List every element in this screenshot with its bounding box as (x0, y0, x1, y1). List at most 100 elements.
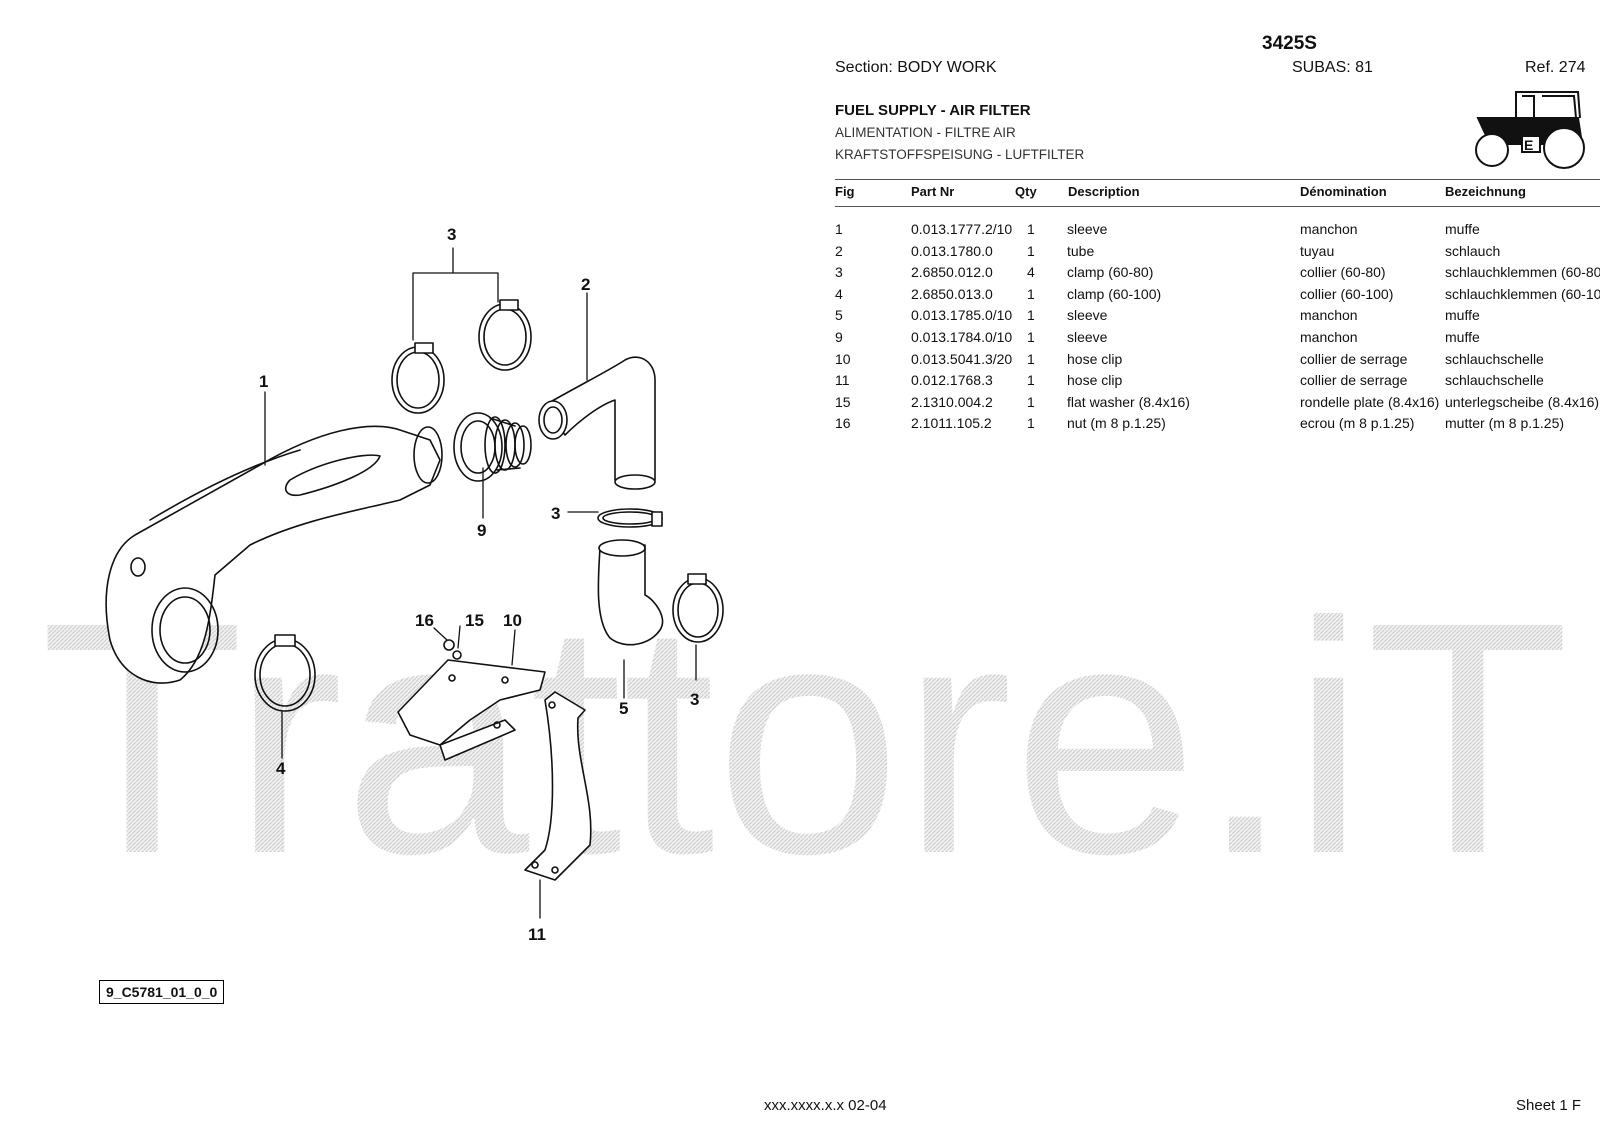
part-15-washer (452, 650, 462, 660)
cell-description: sleeve (1067, 307, 1108, 324)
callout-16: 16 (415, 611, 434, 630)
callout-10: 10 (503, 611, 522, 630)
cell-qty: 1 (1027, 307, 1035, 324)
tractor-icon: E (1475, 91, 1585, 169)
callout-4: 4 (276, 759, 286, 778)
cell-description: tube (1067, 242, 1095, 259)
part-3-clamp-d (672, 573, 724, 643)
table-row: 2 0.013.1780.0 1 tube tuyau schlauch (835, 243, 1600, 264)
cell-denomination: rondelle plate (8.4x16) (1300, 393, 1440, 410)
cell-part-nr: 0.013.5041.3/20 (911, 350, 1013, 367)
model-number: 3425S (1262, 33, 1317, 54)
leader-lines (264, 247, 697, 919)
cell-bezeichnung: muffe (1445, 329, 1480, 345)
cell-bezeichnung: unterlegscheibe (8.4x16) (1445, 393, 1600, 410)
cell-qty: 1 (1027, 329, 1035, 345)
cell-bezeichnung: muffe (1445, 221, 1480, 237)
cell-fig: 3 (835, 264, 843, 281)
table-row: 15 2.1310.004.2 1 flat washer (8.4x16) ronde… (835, 394, 1600, 415)
cell-fig: 9 (835, 329, 843, 345)
cell-qty: 4 (1027, 264, 1035, 281)
callout-15: 15 (465, 611, 484, 630)
cell-fig: 10 (835, 350, 851, 367)
footer-code: xxx.xxxx.x.x 02-04 (764, 1097, 887, 1114)
cell-denomination: collier (60-100) (1300, 285, 1394, 302)
cell-fig: 11 (835, 372, 850, 389)
cell-qty: 1 (1027, 372, 1035, 389)
part-10-hose-clip (397, 659, 546, 761)
cell-bezeichnung: schlauchschelle (1445, 372, 1544, 389)
cell-fig: 16 (835, 415, 851, 432)
cell-denomination: collier de serrage (1300, 372, 1408, 389)
callout-3-top: 3 (447, 225, 456, 244)
callout-3-mid: 3 (551, 504, 560, 523)
cell-description: nut (m 8 p.1.25) (1067, 415, 1166, 432)
cell-description: sleeve (1067, 329, 1108, 345)
cell-part-nr: 2.1011.105.2 (911, 415, 992, 432)
cell-description: flat washer (8.4x16) (1067, 393, 1190, 410)
cell-fig: 1 (835, 221, 843, 237)
cell-denomination: manchon (1300, 329, 1358, 345)
cell-bezeichnung: mutter (m 8 p.1.25) (1445, 415, 1565, 432)
sheet-label: Sheet 1 F (1516, 1097, 1582, 1114)
cell-denomination: manchon (1300, 307, 1358, 324)
cell-fig: 15 (835, 393, 851, 410)
cell-description: sleeve (1067, 221, 1108, 237)
part-11-hose-clip (524, 691, 592, 881)
part-9-sleeve (453, 412, 532, 482)
cell-qty: 1 (1027, 221, 1035, 237)
cell-part-nr: 0.013.1780.0 (911, 242, 993, 259)
cell-part-nr: 2.1310.004.2 (911, 393, 993, 410)
image-code: 9_C5781_01_0_0 (99, 980, 225, 1004)
cell-bezeichnung: schlauch (1445, 242, 1501, 259)
subas-label: SUBAS: 81 (1292, 59, 1373, 76)
callout-11: 11 (528, 925, 546, 944)
cell-description: hose clip (1067, 350, 1123, 367)
col-part-nr: Part Nr (911, 184, 955, 199)
title-de: KRAFTSTOFFSPEISUNG - LUFTFILTER (835, 147, 1085, 162)
callout-3-right: 3 (690, 690, 699, 709)
col-denomination: Dénomination (1300, 184, 1387, 199)
cell-description: clamp (60-100) (1067, 285, 1162, 302)
title-en: FUEL SUPPLY - AIR FILTER (835, 102, 1031, 119)
cell-part-nr: 2.6850.012.0 (911, 264, 993, 281)
part-3-clamp-a (391, 342, 445, 414)
cell-denomination: ecrou (m 8 p.1.25) (1300, 415, 1415, 432)
cell-description: clamp (60-80) (1067, 264, 1154, 281)
cell-description: hose clip (1067, 372, 1123, 389)
col-fig: Fig (835, 184, 855, 199)
svg-text:E: E (1524, 137, 1533, 153)
callout-5: 5 (619, 699, 628, 718)
cell-qty: 1 (1027, 242, 1035, 259)
part-5-sleeve (597, 539, 664, 646)
cell-part-nr: 0.013.1785.0/10 (911, 307, 1013, 324)
part-2-tube (538, 356, 656, 490)
callout-1: 1 (259, 372, 268, 391)
part-1-sleeve (105, 425, 443, 684)
cell-qty: 1 (1027, 393, 1035, 410)
cell-denomination: manchon (1300, 221, 1358, 237)
cell-denomination: collier de serrage (1300, 350, 1408, 367)
part-4-clamp (254, 634, 316, 712)
cell-fig: 2 (835, 242, 843, 259)
table-row: 11 0.012.1768.3 1 hose clip collier de serra… (835, 372, 1600, 393)
cell-bezeichnung: schlauchklemmen (60-80 (1445, 264, 1600, 281)
part-3-clamp-b (478, 299, 532, 371)
cell-fig: 4 (835, 285, 843, 302)
cell-fig: 5 (835, 307, 843, 324)
cell-denomination: tuyau (1300, 242, 1335, 259)
cell-qty: 1 (1027, 285, 1035, 302)
col-qty: Qty (1015, 184, 1037, 199)
part-3-clamp-c (597, 508, 663, 528)
cell-part-nr: 0.012.1768.3 (911, 372, 993, 389)
callout-2: 2 (581, 275, 590, 294)
part-16-nut (443, 639, 455, 651)
parts-diagram: 3 2 1 9 3 16 15 10 4 5 3 11 (105, 225, 724, 944)
